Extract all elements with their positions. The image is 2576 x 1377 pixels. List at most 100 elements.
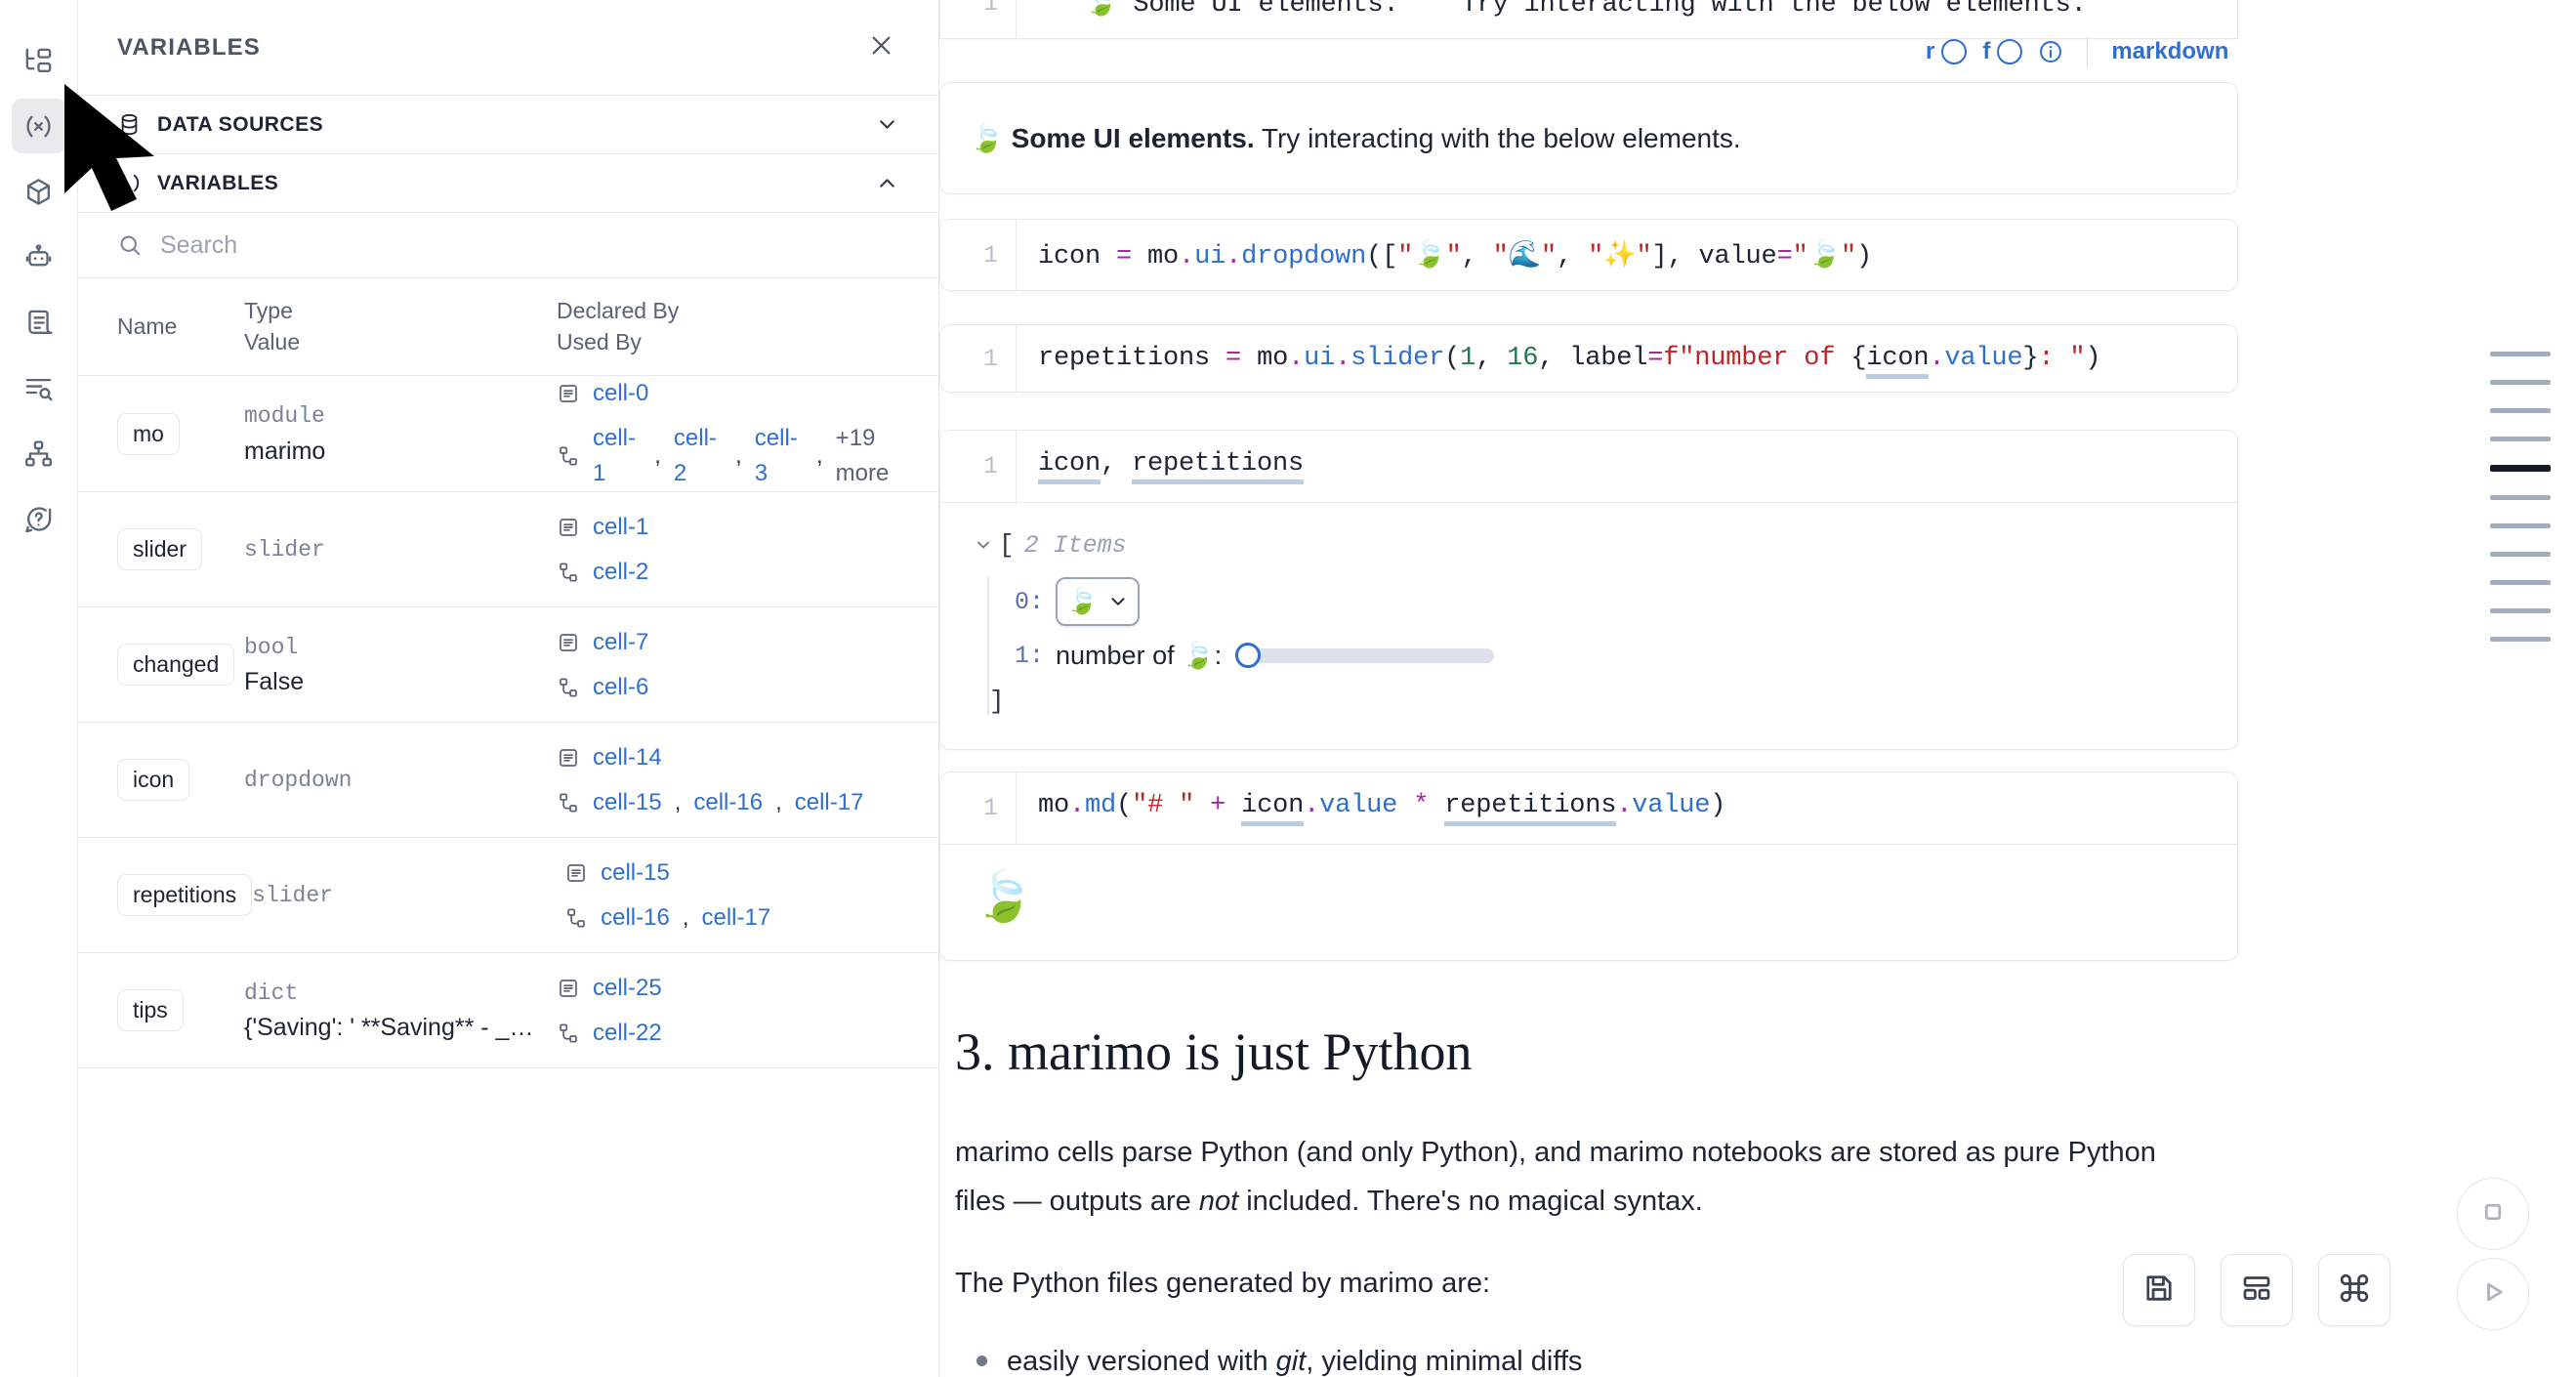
paragraph-1-part-b: included. There's no magical syntax. (1238, 1185, 1703, 1217)
code-cell-md: 1 mo.md("# " + icon.value * repetitions.… (939, 772, 2238, 961)
sidebar-item-dependency-graph[interactable] (12, 426, 66, 480)
variable-value: False (244, 668, 305, 696)
minimap-mark[interactable] (2490, 552, 2551, 557)
list-index-1: 1: (1015, 641, 1045, 670)
markdown-output-text: 🍃 Some UI elements. Try interacting with… (970, 122, 2208, 154)
minimap-mark[interactable] (2490, 380, 2551, 385)
minimap-mark[interactable] (2490, 523, 2551, 528)
code-cell-md-source[interactable]: mo.md("# " + icon.value * repetitions.va… (1017, 772, 1747, 844)
cell-link[interactable]: cell-15 (593, 788, 662, 815)
cell-link[interactable]: cell-7 (593, 628, 649, 655)
cell-link[interactable]: cell-1 (593, 513, 649, 540)
minimap-mark[interactable] (2490, 580, 2551, 585)
repetitions-slider[interactable] (1235, 643, 1495, 668)
info-icon[interactable] (2038, 39, 2063, 64)
section-variables[interactable]: VARIABLES (78, 154, 938, 213)
cell-link[interactable]: cell-17 (794, 788, 864, 815)
cell-link[interactable]: cell-25 (593, 974, 662, 1001)
interrupt-button[interactable] (2457, 1178, 2529, 1250)
variable-name-chip[interactable]: icon (117, 759, 190, 802)
variable-name-chip[interactable]: repetitions (117, 874, 253, 917)
line-number: 1 (940, 220, 1017, 290)
save-button[interactable] (2123, 1254, 2195, 1326)
cell-language-badge[interactable]: markdown (2111, 38, 2229, 64)
column-header-used-by: Used By (557, 328, 642, 355)
code-cell-slider-source[interactable]: repetitions = mo.ui.slider(1, 16, label=… (1017, 325, 2122, 392)
code-cell-dropdown-source[interactable]: icon = mo.ui.dropdown(["🍃", "🌊", "✨"], v… (1038, 239, 1873, 271)
variable-name-chip[interactable]: tips (117, 989, 184, 1032)
declared-by-row: cell-0 (557, 376, 923, 411)
run-button[interactable] (2457, 1258, 2529, 1330)
declared-by-row: cell-1 (557, 510, 923, 545)
used-by-row: cell-6 (557, 670, 923, 705)
command-palette-button[interactable] (2318, 1254, 2390, 1326)
chevron-up-icon (875, 171, 899, 195)
robot-icon (23, 242, 54, 272)
close-bracket-row: ] (989, 687, 2204, 716)
play-icon (2475, 1274, 2511, 1314)
column-header-name: Name (117, 313, 178, 340)
sidebar-item-help[interactable] (12, 491, 66, 546)
variable-name-chip[interactable]: changed (117, 644, 235, 687)
slider-knob[interactable] (1235, 643, 1262, 668)
cell-icon (557, 977, 580, 1000)
slider-track[interactable] (1252, 647, 1495, 663)
markdown-cell-code[interactable]: """🍃 Some UI elements.""" Try interactin… (1038, 0, 2087, 20)
layout-button[interactable] (2221, 1254, 2293, 1326)
icon-dropdown[interactable]: 🍃 (1056, 577, 1141, 626)
section-data-sources[interactable]: DATA SOURCES (78, 96, 938, 154)
sidebar-item-chat[interactable] (12, 230, 66, 284)
variable-type: slider (252, 882, 333, 908)
variables-icon (23, 111, 54, 142)
declared-by-row: cell-25 (557, 971, 923, 1006)
sidebar-item-packages[interactable] (12, 164, 66, 219)
sidebar-item-variables[interactable] (11, 99, 66, 153)
variables-panel: VARIABLES DATA SOURCES (78, 0, 939, 1377)
cell-link[interactable]: cell-1 (593, 425, 637, 487)
sidebar-item-outline[interactable] (12, 360, 66, 415)
code-cell-display-source[interactable]: icon, repetitions (1017, 431, 1325, 502)
cell-link[interactable]: cell-3 (754, 425, 798, 487)
used-by-more[interactable]: +19 more (835, 425, 890, 487)
minimap-mark[interactable] (2490, 608, 2551, 613)
line-number: 1 (940, 0, 1017, 38)
minimap-mark[interactable] (2490, 408, 2551, 413)
minimap-mark[interactable] (2490, 637, 2551, 642)
chevron-down-icon (1107, 591, 1129, 612)
cell-freeze-toggle[interactable]: f (1982, 38, 2023, 65)
cell-link[interactable]: cell-17 (701, 903, 771, 931)
variable-name-chip[interactable]: slider (117, 528, 202, 571)
cell-link[interactable]: cell-14 (593, 743, 662, 771)
cell-link[interactable]: cell-15 (601, 858, 670, 886)
variables-search-row (78, 213, 938, 278)
cell-link[interactable]: cell-0 (593, 380, 649, 407)
minimap-mark[interactable] (2490, 352, 2551, 356)
variable-name-chip[interactable]: mo (117, 412, 180, 455)
section-markdown: 3. marimo is just Python marimo cells pa… (955, 1022, 2254, 1377)
cell-link[interactable]: cell-16 (601, 903, 670, 931)
minimap-mark[interactable] (2490, 437, 2551, 441)
minimap[interactable] (2490, 352, 2551, 642)
cell-link[interactable]: cell-2 (673, 425, 717, 487)
minimap-mark[interactable] (2490, 495, 2551, 500)
cell-link[interactable]: cell-6 (593, 673, 649, 700)
sidebar-item-logs[interactable] (12, 295, 66, 350)
minimap-mark[interactable] (2490, 465, 2551, 472)
search-input[interactable] (160, 230, 899, 260)
cell-markdown-source: 1 """🍃 Some UI elements.""" Try interact… (939, 0, 2238, 39)
panel-close-button[interactable] (862, 29, 899, 66)
cell-run-toggle[interactable]: r (1926, 38, 1968, 65)
cell-link[interactable]: cell-2 (593, 558, 649, 585)
list-output-header[interactable]: [ 2 Items (974, 530, 2204, 560)
used-by-row: cell-22 (557, 1016, 923, 1051)
cell-link[interactable]: cell-16 (693, 788, 764, 815)
sidebar-item-file-explorer[interactable] (12, 33, 66, 88)
cell-link[interactable]: cell-22 (593, 1019, 662, 1046)
